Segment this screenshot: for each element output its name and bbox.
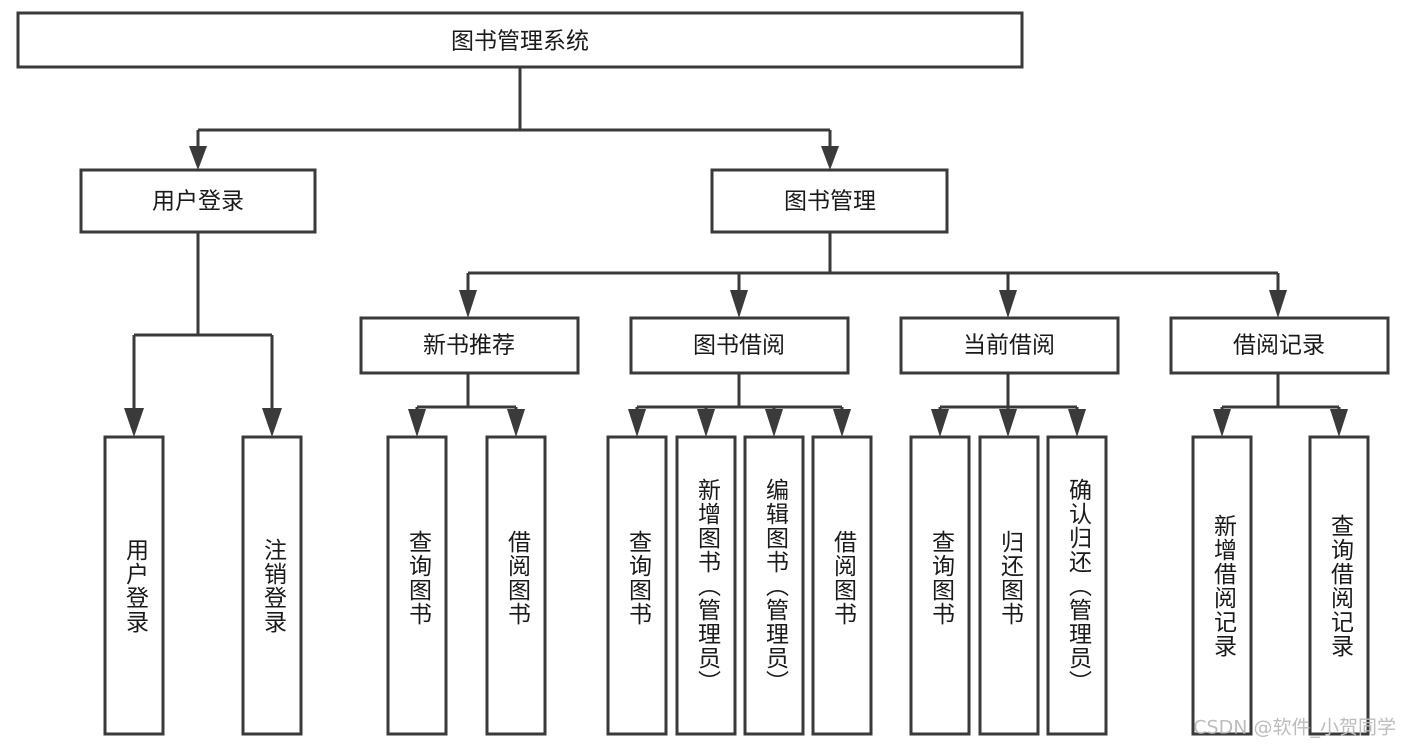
- arrow-to-leaf-query-book-3: [931, 409, 949, 437]
- csdn-watermark: CSDN @软件_小贺同学: [1193, 717, 1396, 739]
- leaf-borrow-book-2-label: 借阅图书: [830, 530, 858, 626]
- leaf-add-record-box[interactable]: [1191, 435, 1253, 736]
- arrow-to-leaf-borrow-book-1: [507, 409, 525, 437]
- leaf-query-book-1[interactable]: 查询图书: [386, 435, 448, 736]
- leaf-confirm-return[interactable]: 确认归还（管理员）: [1046, 435, 1108, 736]
- arrow-to-leaf-return-book: [999, 409, 1017, 437]
- node-current-borrow-box[interactable]: [899, 316, 1120, 375]
- node-root-label: 图书管理系统: [451, 29, 589, 55]
- node-root[interactable]: 图书管理系统: [16, 11, 1024, 69]
- leaf-add-book[interactable]: 新增图书（管理员）: [675, 435, 737, 736]
- leaf-user-login-box[interactable]: [103, 435, 165, 736]
- node-user-login-box[interactable]: [79, 168, 317, 234]
- arrow-to-leaf-query-book-1: [408, 409, 426, 437]
- leaf-user-login[interactable]: 用户登录: [103, 435, 165, 736]
- leaf-query-book-2-box[interactable]: [606, 435, 668, 736]
- leaf-query-book-2[interactable]: 查询图书: [606, 435, 668, 736]
- node-book-borrow-label: 图书借阅: [693, 333, 785, 359]
- leaf-borrow-book-1[interactable]: 借阅图书: [485, 435, 547, 736]
- leaf-add-book-label: 新增图书（管理员）: [694, 478, 722, 694]
- node-borrow-record-box[interactable]: [1169, 316, 1390, 375]
- connector-layer: [124, 67, 1348, 437]
- leaf-query-book-1-box[interactable]: [386, 435, 448, 736]
- leaf-add-book-box[interactable]: [675, 435, 737, 736]
- node-book-management-label: 图书管理: [784, 189, 876, 215]
- leaf-user-logout-label: 注销登录: [260, 538, 288, 634]
- leaf-query-book-3[interactable]: 查询图书: [909, 435, 971, 736]
- arrow-to-book-management: [821, 146, 839, 170]
- node-book-borrow[interactable]: 图书借阅: [629, 316, 850, 375]
- node-borrow-record-label: 借阅记录: [1233, 333, 1325, 359]
- node-user-login[interactable]: 用户登录: [79, 168, 317, 234]
- leaf-confirm-return-label: 确认归还（管理员）: [1065, 478, 1093, 694]
- arrow-to-current-borrow: [999, 290, 1017, 318]
- arrow-to-user-login: [189, 146, 207, 170]
- node-current-borrow[interactable]: 当前借阅: [899, 316, 1120, 375]
- leaf-query-record-label: 查询借阅记录: [1327, 514, 1355, 658]
- leaf-user-logout-box[interactable]: [241, 435, 303, 736]
- leaf-return-book-label: 归还图书: [997, 530, 1025, 626]
- leaf-user-logout[interactable]: 注销登录: [241, 435, 303, 736]
- node-new-book-recommend-label: 新书推荐: [423, 333, 515, 359]
- leaf-edit-book-box[interactable]: [743, 435, 805, 736]
- arrow-to-leaf-confirm-return: [1068, 409, 1086, 437]
- arrow-to-leaf-user-login: [124, 408, 144, 437]
- arrow-to-leaf-borrow-book-2: [833, 409, 851, 437]
- node-user-login-label: 用户登录: [152, 189, 244, 215]
- leaf-borrow-book-2-box[interactable]: [811, 435, 873, 736]
- leaf-return-book[interactable]: 归还图书: [978, 435, 1040, 736]
- node-current-borrow-label: 当前借阅: [963, 333, 1055, 359]
- node-root-box[interactable]: [16, 11, 1024, 69]
- leaf-query-book-3-box[interactable]: [909, 435, 971, 736]
- leaf-query-record[interactable]: 查询借阅记录: [1308, 435, 1370, 736]
- node-new-book-recommend-box[interactable]: [359, 316, 580, 375]
- arrow-to-leaf-query-record: [1330, 409, 1348, 437]
- arrow-to-leaf-add-book: [697, 409, 715, 437]
- leaf-confirm-return-box[interactable]: [1046, 435, 1108, 736]
- leaf-edit-book[interactable]: 编辑图书（管理员）: [743, 435, 805, 736]
- arrow-to-borrow-record: [1269, 290, 1287, 318]
- arrow-to-new-book-recommend: [459, 290, 477, 318]
- node-book-management-box[interactable]: [710, 168, 949, 234]
- leaf-borrow-book-2[interactable]: 借阅图书: [811, 435, 873, 736]
- leaf-query-record-box[interactable]: [1308, 435, 1370, 736]
- node-new-book-recommend[interactable]: 新书推荐: [359, 316, 580, 375]
- leaf-add-record[interactable]: 新增借阅记录: [1191, 435, 1253, 736]
- leaf-add-record-label: 新增借阅记录: [1210, 514, 1238, 658]
- arrow-to-leaf-edit-book: [765, 409, 783, 437]
- leaf-query-book-1-label: 查询图书: [405, 530, 433, 626]
- leaf-borrow-book-1-box[interactable]: [485, 435, 547, 736]
- arrow-to-leaf-user-logout: [262, 408, 282, 437]
- leaf-query-book-2-label: 查询图书: [625, 530, 653, 626]
- leaf-return-book-box[interactable]: [978, 435, 1040, 736]
- arrow-to-leaf-query-book-2: [628, 409, 646, 437]
- node-book-management[interactable]: 图书管理: [710, 168, 949, 234]
- leaf-edit-book-label: 编辑图书（管理员）: [762, 478, 790, 694]
- arrow-to-leaf-add-record: [1213, 409, 1231, 437]
- leaf-user-login-label: 用户登录: [122, 538, 150, 634]
- node-book-borrow-box[interactable]: [629, 316, 850, 375]
- node-borrow-record[interactable]: 借阅记录: [1169, 316, 1390, 375]
- arrow-to-book-borrow: [730, 290, 748, 318]
- leaf-query-book-3-label: 查询图书: [928, 530, 956, 626]
- leaf-borrow-book-1-label: 借阅图书: [504, 530, 532, 626]
